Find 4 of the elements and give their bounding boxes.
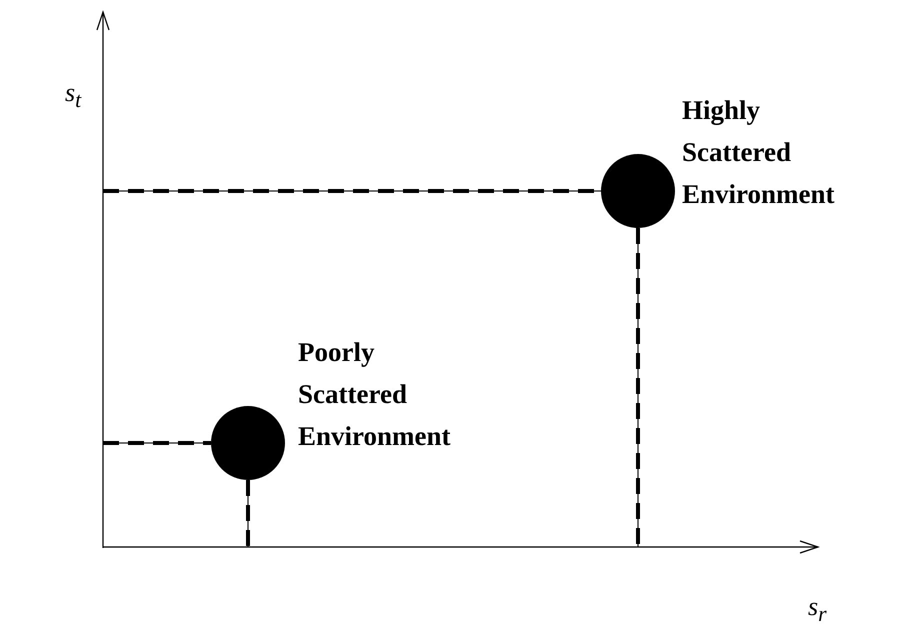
axis-label: s$_{t}$ <box>65 78 82 114</box>
circle-label: Poorly Scattered Environment <box>298 336 452 453</box>
axis-label: s$_{r}$ <box>808 592 827 625</box>
circle-label: Highly Scattered Environment <box>682 94 836 211</box>
